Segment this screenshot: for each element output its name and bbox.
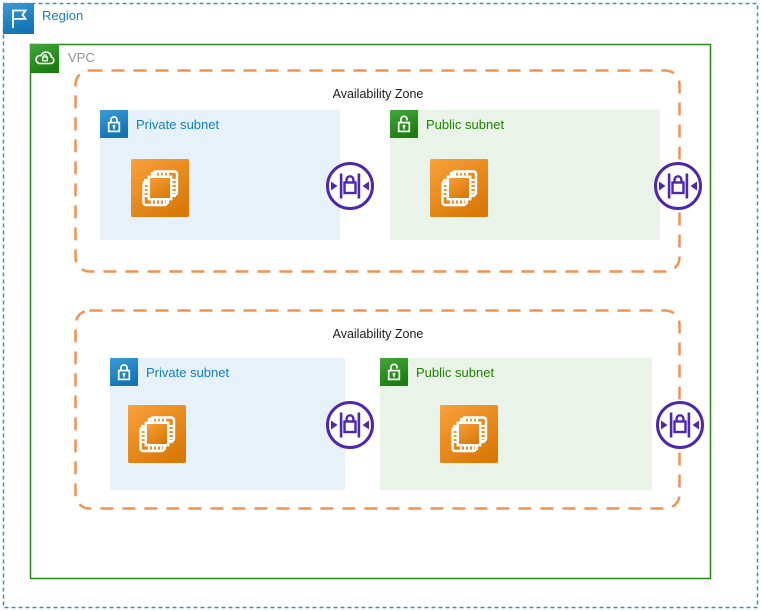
vpc-label: VPC xyxy=(68,50,95,65)
ec2-instance-icon xyxy=(131,159,189,217)
private-subnet-label: Private subnet xyxy=(136,117,220,132)
network-acl-icon xyxy=(654,162,702,210)
region-label: Region xyxy=(42,8,84,23)
ec2-instance-icon xyxy=(430,159,488,217)
az1-label: Availability Zone xyxy=(332,87,424,101)
network-acl-icon xyxy=(326,162,374,210)
az2-label: Availability Zone xyxy=(332,327,424,341)
network-acl-icon xyxy=(656,401,704,449)
ec2-instance-icon xyxy=(128,405,186,463)
public-subnet-lock-icon xyxy=(390,110,418,138)
subnet-az2-public xyxy=(380,358,652,490)
public-subnet-label: Public subnet xyxy=(416,365,495,380)
ec2-instance-icon xyxy=(440,405,498,463)
public-subnet-lock-icon xyxy=(380,358,408,386)
vpc-cloud-icon xyxy=(30,44,59,73)
network-acl-icon xyxy=(326,401,374,449)
private-subnet-lock-icon xyxy=(100,110,128,138)
public-subnet-label: Public subnet xyxy=(426,117,505,132)
private-subnet-label: Private subnet xyxy=(146,365,230,380)
private-subnet-lock-icon xyxy=(110,358,138,386)
vpc-boundary xyxy=(29,43,712,580)
region-flag-icon xyxy=(3,3,34,34)
